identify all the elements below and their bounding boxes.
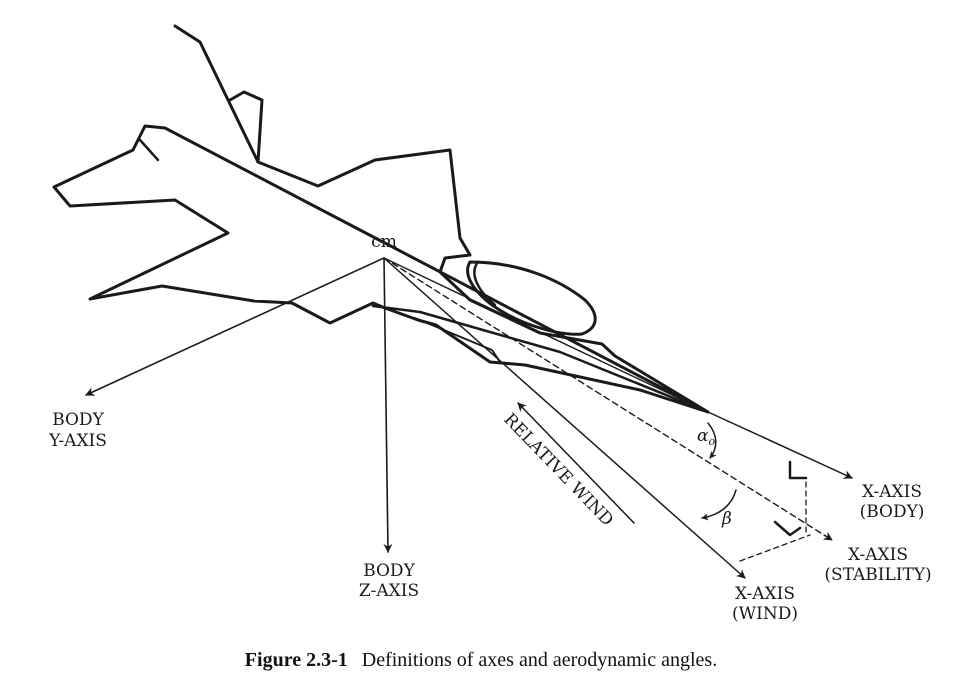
caption-text: Definitions of axes and aerodynamic angl… — [362, 649, 717, 671]
beta-angle-arc — [701, 489, 737, 521]
relative-wind-label: RELATIVE WIND — [499, 410, 617, 531]
x-axis-wind-arrow — [383, 257, 746, 579]
alpha-angle-arc — [707, 422, 717, 459]
body-z-axis-arrow — [383, 257, 393, 553]
cm-label: cm — [371, 232, 397, 252]
aircraft-body-outline — [52, 24, 710, 414]
alpha-symbol: αo — [697, 426, 715, 448]
body-y-axis-label-line2: Y-AXIS — [48, 431, 107, 451]
x-axis-stability-label-line1: X-AXIS — [848, 545, 908, 565]
cm-to-nose-line — [383, 257, 709, 413]
x-axis-body-label-line1: X-AXIS — [862, 482, 922, 502]
x-axis-body-arrow — [707, 411, 853, 479]
alpha-subscript: o — [708, 435, 715, 448]
beta-symbol: β — [721, 509, 732, 529]
body-z-axis-label-line1: BODY — [363, 561, 415, 581]
x-axis-wind-label-line2: (WIND) — [732, 604, 798, 624]
right-angle-mark-lower — [773, 520, 802, 537]
projection-line-horizontal — [739, 534, 811, 562]
body-y-axis-arrow — [85, 257, 385, 396]
tail-notch — [138, 138, 160, 162]
lower-fuselage — [371, 304, 710, 414]
figure-caption: Figure 2.3-1 Definitions of axes and aero… — [245, 649, 717, 671]
x-axis-stability-arrow — [383, 257, 833, 541]
aircraft-outline — [52, 24, 710, 414]
relative-wind-arrow — [517, 402, 635, 524]
canopy-frame — [473, 260, 497, 307]
body-y-axis-label-line1: BODY — [52, 410, 104, 430]
caption-number: Figure 2.3-1 — [245, 649, 348, 671]
x-axis-wind-label-line1: X-AXIS — [735, 584, 795, 604]
x-axis-stability-label-line2: (STABILITY) — [824, 565, 931, 585]
canopy — [466, 260, 597, 336]
axes — [85, 257, 853, 579]
tail-fin — [228, 90, 264, 164]
body-z-axis-label-line2: Z-AXIS — [359, 581, 419, 601]
x-axis-body-label-line2: (BODY) — [860, 502, 925, 522]
right-angle-mark-upper — [788, 460, 808, 480]
